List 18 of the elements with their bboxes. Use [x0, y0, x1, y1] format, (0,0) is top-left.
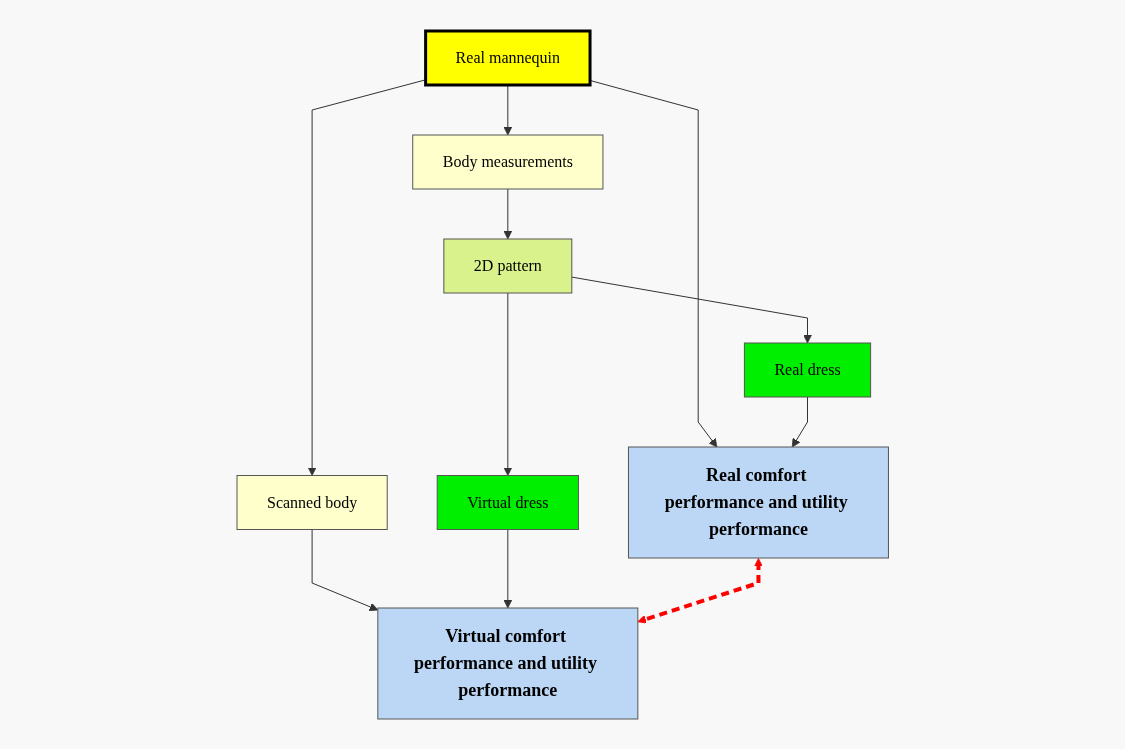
node-box: Real dress — [743, 342, 871, 397]
node-box: Real mannequin — [423, 29, 592, 86]
arrow — [791, 396, 808, 447]
arrow — [311, 528, 378, 611]
node-box: Scanned body — [236, 474, 388, 530]
arrow — [637, 557, 763, 623]
node-box: Real comfort performance and utility performance — [627, 446, 889, 558]
arrow — [571, 276, 812, 343]
node-box: Virtual dress — [436, 474, 579, 530]
arrow — [503, 188, 512, 239]
node-box: Virtual comfort performance and utility performance — [377, 607, 639, 719]
node-box: 2D pattern — [443, 238, 573, 293]
arrow — [503, 84, 512, 135]
node-box: Body measurements — [412, 134, 604, 189]
arrow — [503, 292, 512, 476]
arrow — [307, 78, 426, 476]
arrow — [503, 528, 512, 608]
arrow — [589, 79, 718, 447]
